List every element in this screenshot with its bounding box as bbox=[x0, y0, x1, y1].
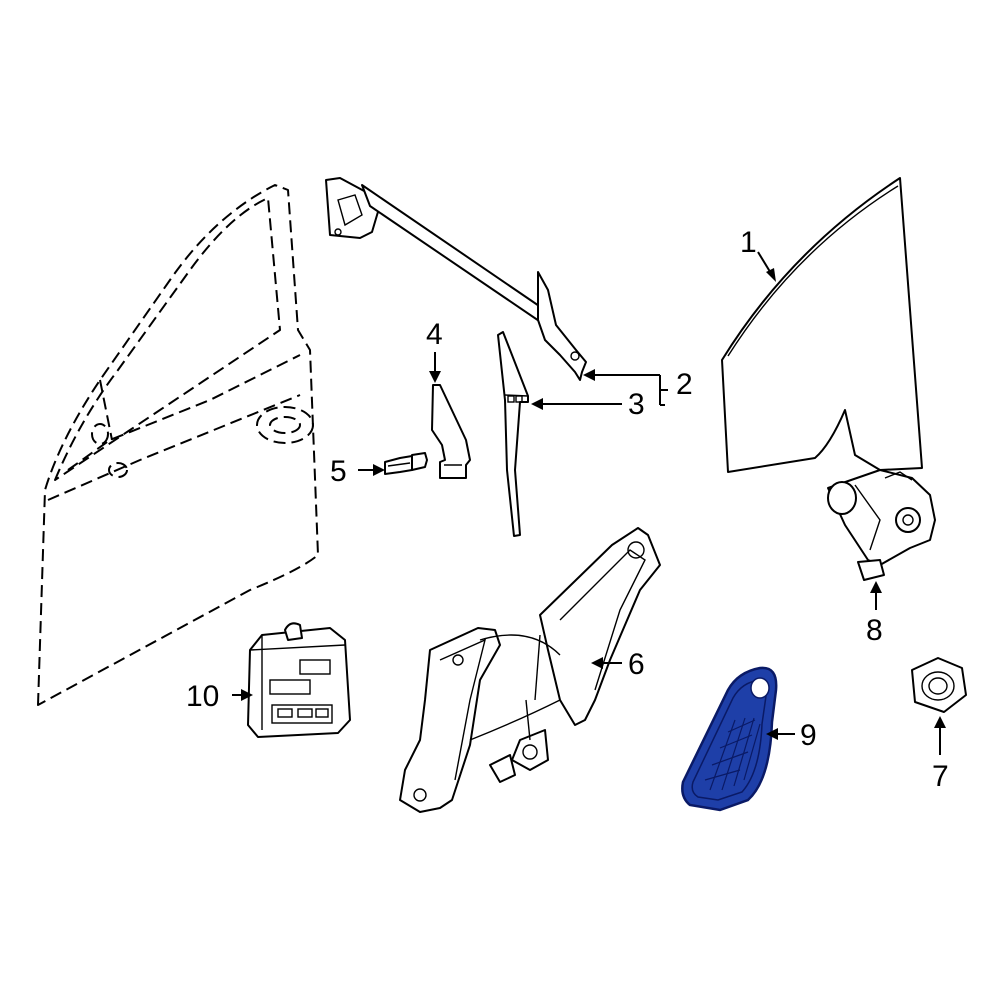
door-shell-outline bbox=[37, 184, 319, 706]
window-motor bbox=[827, 469, 936, 581]
leader-lines bbox=[232, 251, 946, 755]
bolt bbox=[384, 452, 428, 475]
door-glass bbox=[721, 177, 923, 473]
callout-5: 5 bbox=[330, 455, 347, 488]
division-bar-bracket bbox=[431, 384, 471, 479]
callout-6: 6 bbox=[628, 648, 645, 681]
callout-9: 9 bbox=[800, 719, 817, 752]
callout-3: 3 bbox=[628, 388, 645, 421]
window-frame-channel bbox=[325, 177, 587, 381]
callout-2: 2 bbox=[676, 368, 693, 401]
hex-nut bbox=[911, 657, 967, 713]
callout-10: 10 bbox=[186, 680, 219, 713]
glass-run-channel bbox=[497, 331, 529, 537]
access-hole-cover bbox=[681, 666, 778, 812]
window-regulator bbox=[399, 527, 661, 813]
callout-1: 1 bbox=[740, 226, 757, 259]
callout-8: 8 bbox=[866, 614, 883, 647]
control-module bbox=[247, 622, 351, 738]
callout-4: 4 bbox=[426, 318, 443, 351]
callout-7: 7 bbox=[932, 760, 949, 793]
callout-labels: 1 2 3 4 5 6 7 8 9 10 bbox=[186, 226, 949, 793]
